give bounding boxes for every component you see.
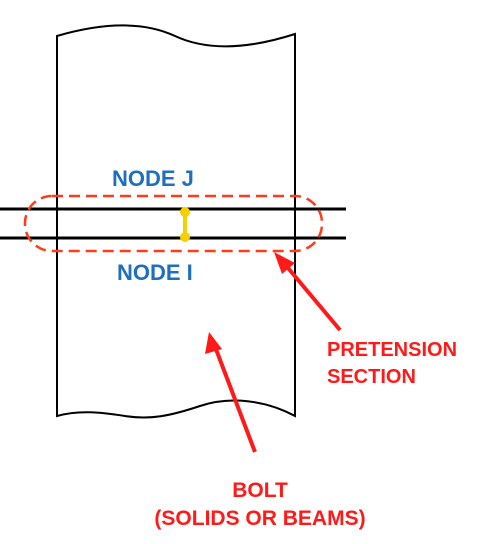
bolt-arrow-shaft <box>212 343 257 453</box>
node-j-marker <box>180 207 190 217</box>
pretension-label-line1: PRETENSION <box>327 339 457 361</box>
pretension-section-outline <box>23 194 324 253</box>
bolt-body <box>56 24 296 419</box>
bolt-arrow-head <box>205 332 222 354</box>
pretension-arrow-shaft <box>281 260 342 332</box>
node-i-label: NODE I <box>117 260 193 285</box>
pretension-arrow-head <box>274 252 295 274</box>
pretension-label-line2: SECTION <box>327 366 416 388</box>
node-j-label: NODE J <box>112 166 194 191</box>
node-i-marker <box>180 232 190 242</box>
bolt-label-line1: BOLT <box>232 479 288 502</box>
bolt-label-line2: (SOLIDS OR BEAMS) <box>154 507 365 530</box>
